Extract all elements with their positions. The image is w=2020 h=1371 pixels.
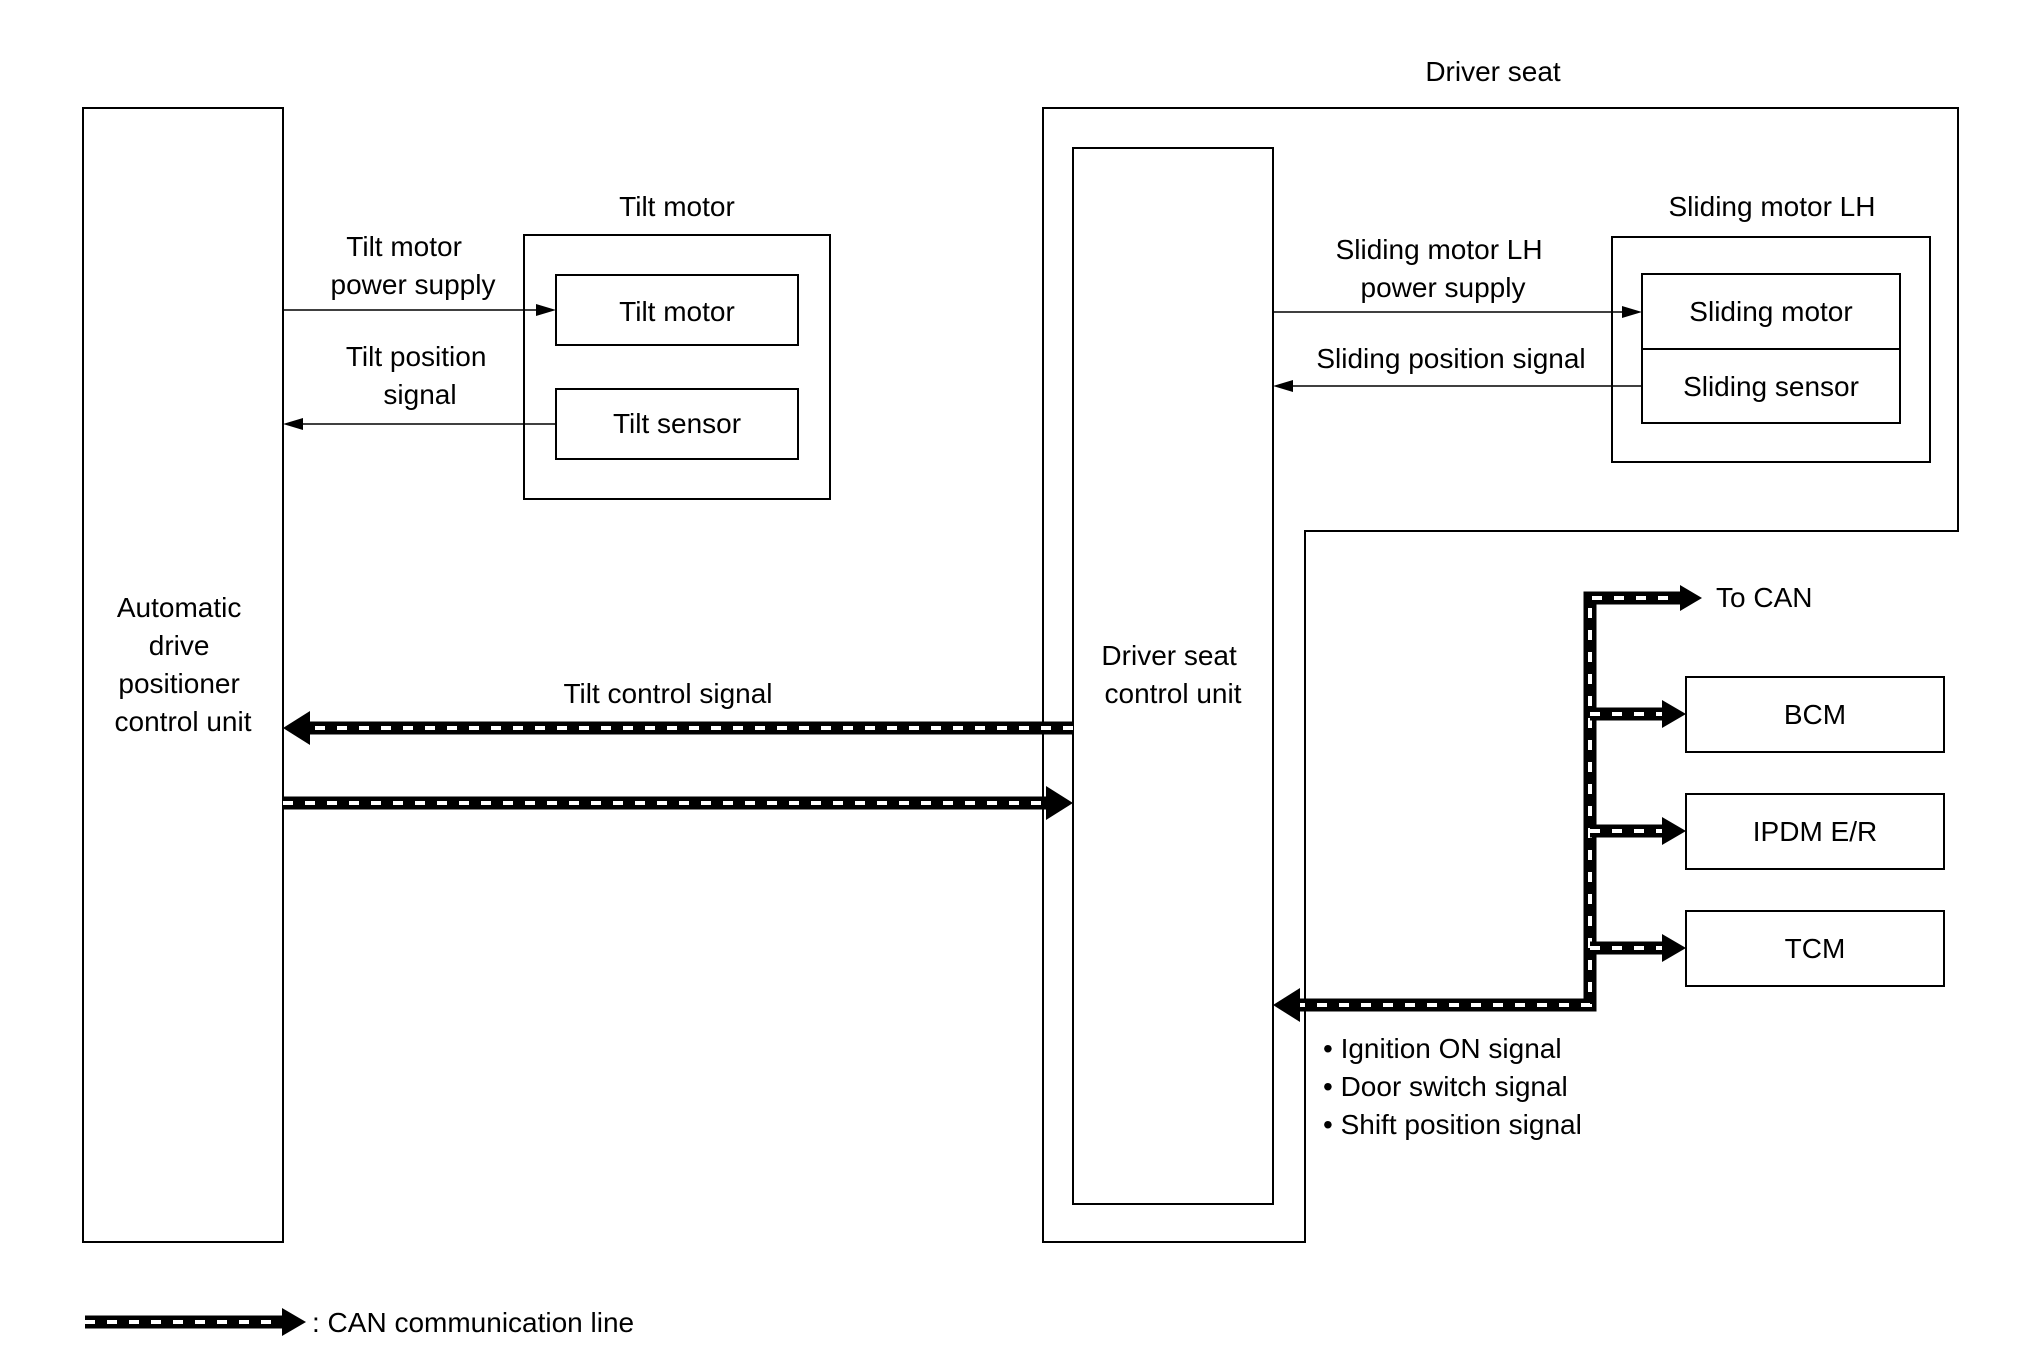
sliding-power-label: Sliding motor LH power supply: [1336, 234, 1551, 303]
sliding-position-arrowhead: [1273, 380, 1293, 392]
driver-seat-label: Driver seat: [1425, 56, 1561, 87]
tilt-sensor-box-label: Tilt sensor: [613, 408, 741, 439]
sliding-motor-box-label: Sliding motor: [1689, 296, 1852, 327]
bcm-box: [1685, 676, 1945, 753]
driver-seat-control-unit-label: Driver seat control unit: [1101, 640, 1244, 709]
tilt-power-arrowhead: [536, 304, 556, 316]
adp-to-dscu-can-line: [283, 786, 1073, 820]
tilt-motor-group-label: Tilt motor: [619, 191, 735, 222]
bcm-label: BCM: [1784, 699, 1846, 730]
sliding-sensor-box: [1641, 348, 1901, 424]
tilt-position-label: Tilt position signal: [346, 341, 494, 410]
legend-label: : CAN communication line: [312, 1307, 634, 1338]
sliding-motor-box: [1641, 273, 1901, 350]
tilt-motor-box-label: Tilt motor: [619, 296, 735, 327]
adp-control-unit-label: Automatic drive positioner control unit: [115, 592, 252, 737]
sliding-position-label: Sliding position signal: [1316, 343, 1585, 374]
tcm-label: TCM: [1785, 933, 1846, 964]
sliding-sensor-box-label: Sliding sensor: [1683, 371, 1859, 402]
can-signal-list: • Ignition ON signal • Door switch signa…: [1323, 1033, 1582, 1140]
tilt-control-can-line: [283, 711, 1073, 745]
tilt-power-label: Tilt motor power supply: [331, 231, 496, 300]
ipdm-er-box: [1685, 793, 1945, 870]
can-branch-ipdm: [1590, 817, 1686, 845]
adp-control-unit: [82, 107, 284, 1243]
sliding-group-label: Sliding motor LH: [1669, 191, 1876, 222]
tcm-box: [1685, 910, 1945, 987]
tilt-position-arrowhead: [283, 418, 303, 430]
to-can-label: To CAN: [1716, 582, 1812, 613]
sliding-power-arrowhead: [1622, 306, 1642, 318]
can-branch-tcm: [1590, 934, 1686, 962]
tilt-control-label: Tilt control signal: [563, 678, 772, 709]
tilt-sensor-box: [555, 388, 799, 460]
driver-seat-control-unit: [1072, 147, 1274, 1205]
tilt-motor-box: [555, 274, 799, 346]
ipdm-er-label: IPDM E/R: [1753, 816, 1877, 847]
can-bus-trunk: [1273, 585, 1702, 1022]
can-branch-bcm: [1590, 700, 1686, 728]
legend-can-line-sample: [85, 1308, 306, 1336]
